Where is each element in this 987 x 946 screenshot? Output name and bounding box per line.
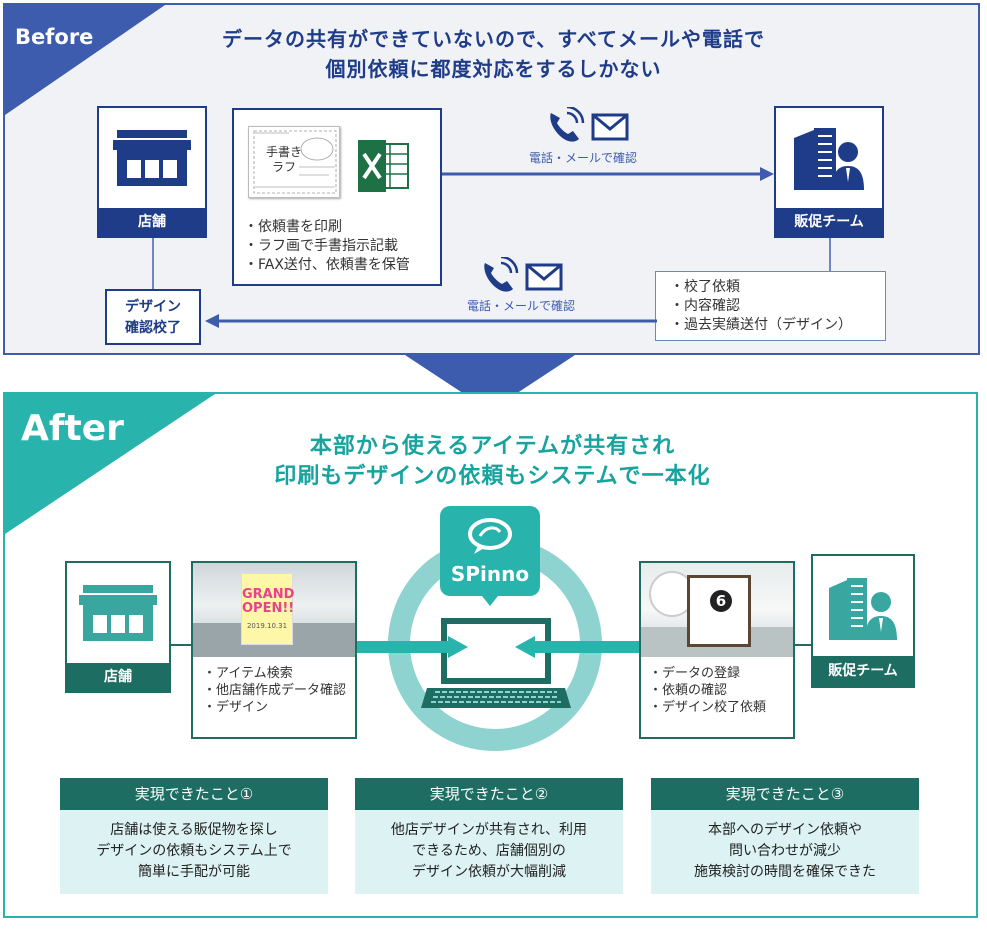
- after-panel: After 本部から使えるアイテムが共有され 印刷もデザインの依頼もシステムで一…: [3, 392, 978, 918]
- result-line: デザインの依頼もシステム上で: [96, 843, 292, 859]
- list-item: ・デザイン校了依頼: [649, 700, 767, 715]
- list-item: ・過去実績送付（デザイン）: [670, 317, 852, 333]
- laptop-icon: [421, 618, 571, 708]
- spinno-logo: SPinno: [440, 506, 540, 596]
- result-line: 施策検討の時間を確保できた: [694, 864, 876, 880]
- mail-icon: [525, 263, 563, 291]
- result-title: 実現できたこと③: [651, 778, 919, 810]
- phone-icon: [484, 257, 519, 292]
- list-item: ・デザイン: [203, 700, 269, 715]
- result-line: 簡単に手配が可能: [138, 864, 250, 880]
- connector-line: [152, 238, 154, 290]
- result-line: できるため、店舗個別の: [412, 843, 566, 859]
- result-body: 他店デザインが共有され、利用 できるため、店舗個別の デザイン依頼が大幅削減: [355, 810, 623, 894]
- before-sales-label: 販促チーム: [776, 208, 882, 236]
- after-store-label: 店舗: [67, 663, 169, 691]
- after-left-box: GRAND OPEN!! 2019.10.31 ・アイテム検索 ・他店舗作成デー…: [191, 561, 357, 739]
- design-done-box: デザイン 確認校了: [105, 289, 201, 345]
- result-card-1: 実現できたこと① 店舗は使える販促物を探し デザインの依頼もシステム上で 簡単に…: [60, 778, 328, 894]
- transition-arrow-icon: [405, 355, 575, 411]
- design-done-line1: デザイン: [125, 299, 181, 315]
- result-line: 他店デザインが共有され、利用: [390, 822, 588, 838]
- before-corner-tab: [5, 5, 165, 115]
- after-title-line1: 本部から使えるアイテムが共有され: [309, 434, 676, 459]
- list-item: ・依頼書を印刷: [244, 219, 342, 235]
- result-title: 実現できたこと②: [355, 778, 623, 810]
- phone-icon: [550, 107, 585, 142]
- result-body: 店舗は使える販促物を探し デザインの依頼もシステム上で 簡単に手配が可能: [60, 810, 328, 894]
- logo-text: SPinno: [450, 562, 530, 586]
- excel-icon: [358, 140, 409, 192]
- before-center-list: ・依頼書を印刷 ・ラフ画で手書指示記載 ・FAX送付、依頼書を保管: [244, 218, 410, 275]
- result-body: 本部へのデザイン依頼や 問い合わせが減少 施策検討の時間を確保できた: [651, 810, 919, 894]
- result-line: 問い合わせが減少: [729, 843, 841, 859]
- after-label: After: [21, 408, 124, 449]
- contact-bottom-label: 電話・メールで確認: [467, 299, 576, 313]
- store-photo-image: GRAND OPEN!! 2019.10.31: [193, 563, 355, 657]
- connector-line: [171, 644, 191, 646]
- poster-line2: OPEN!!: [242, 601, 295, 616]
- before-right-box: ・校了依頼 ・内容確認 ・過去実績送付（デザイン）: [655, 271, 886, 341]
- rough-text: 手書き ラフ: [265, 145, 302, 174]
- after-sales-box: 販促チーム: [811, 554, 915, 688]
- arrow-icon: [205, 314, 657, 328]
- result-line: 店舗は使える販促物を探し: [110, 822, 278, 838]
- arrow-icon: [442, 167, 774, 181]
- after-title-line2: 印刷もデザインの依頼もシステムで一本化: [274, 464, 711, 489]
- list-item: ・アイテム検索: [203, 666, 293, 681]
- logo-pointer: [482, 596, 498, 606]
- result-title: 実現できたこと①: [60, 778, 328, 810]
- before-panel: Before データの共有ができていないので、すべてメールや電話で 個別依頼に都…: [3, 3, 980, 355]
- after-store-box: 店舗: [65, 561, 171, 693]
- grand-open-poster: GRAND OPEN!! 2019.10.31: [241, 573, 295, 645]
- mail-icon: [591, 113, 629, 141]
- result-card-3: 実現できたこと③ 本部へのデザイン依頼や 問い合わせが減少 施策検討の時間を確保…: [651, 778, 919, 894]
- after-right-box: 6 ・データの登録 ・依頼の確認 ・デザイン校了依頼: [639, 561, 795, 739]
- list-item: ・内容確認: [670, 298, 740, 314]
- list-item: ・FAX送付、依頼書を保管: [244, 257, 410, 273]
- arrow-icon: [515, 636, 641, 658]
- before-store-box: 店舗: [97, 106, 207, 238]
- list-item: ・依頼の確認: [649, 683, 728, 698]
- list-item: ・ラフ画で手書指示記載: [244, 238, 398, 254]
- before-label: Before: [15, 25, 94, 49]
- rough-sketch-image: 手書き ラフ: [248, 126, 340, 198]
- list-item: ・データの登録: [649, 666, 741, 681]
- connector-line: [829, 238, 831, 272]
- design-done-line2: 確認校了: [125, 320, 181, 336]
- poster-line1: GRAND: [242, 587, 295, 602]
- after-right-list: ・データの登録 ・依頼の確認 ・デザイン校了依頼: [649, 665, 766, 716]
- list-item: ・他店舗作成データ確認: [203, 683, 347, 698]
- building-person-icon: [829, 578, 897, 640]
- before-right-list: ・校了依頼 ・内容確認 ・過去実績送付（デザイン）: [670, 278, 852, 335]
- poster-date: 2019.10.31: [246, 622, 288, 630]
- result-line: デザイン依頼が大幅削減: [412, 864, 566, 880]
- signboard: 6: [687, 575, 751, 647]
- result-line: 本部へのデザイン依頼や: [708, 822, 862, 838]
- before-title-line2: 個別依頼に都度対応をするしかない: [325, 57, 662, 81]
- result-card-2: 実現できたこと② 他店デザインが共有され、利用 できるため、店舗個別の デザイン…: [355, 778, 623, 894]
- before-store-label: 店舗: [99, 208, 205, 236]
- arrow-icon: [356, 636, 468, 658]
- before-sales-box: 販促チーム: [774, 106, 884, 238]
- contact-top-label: 電話・メールで確認: [529, 151, 638, 165]
- sign-number: 6: [710, 590, 732, 612]
- connector-line: [795, 644, 811, 646]
- signboard-photo-image: 6: [641, 563, 793, 657]
- before-title-line1: データの共有ができていないので、すべてメールや電話で: [222, 27, 765, 51]
- before-center-box: 手書き ラフ ・依頼書を印刷 ・ラフ画で手書指示記載 ・FAX送付、依頼書を保管: [232, 108, 442, 286]
- after-left-list: ・アイテム検索 ・他店舗作成データ確認 ・デザイン: [203, 665, 346, 716]
- building-person-icon: [794, 128, 864, 190]
- store-icon: [79, 585, 157, 641]
- list-item: ・校了依頼: [670, 279, 740, 295]
- after-sales-label: 販促チーム: [813, 656, 913, 686]
- speech-bubble-icon: [468, 518, 512, 554]
- store-icon: [113, 130, 191, 186]
- after-corner-tab: [5, 394, 215, 534]
